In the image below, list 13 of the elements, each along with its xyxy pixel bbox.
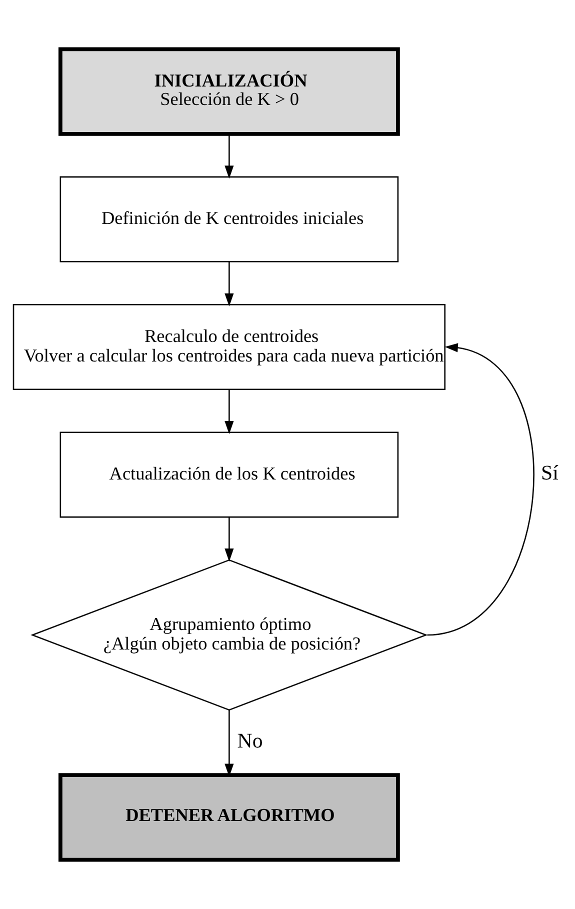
node-box: Recalculo de centroides Volver a calcular los centroides para cada nueva partición [12, 304, 446, 390]
arrow [224, 517, 234, 562]
arrow [224, 262, 234, 306]
arrow [224, 390, 234, 434]
node-box: Definición de K centroides iniciales [60, 176, 399, 262]
node-diamond: Agrupamiento óptimo ¿Algún objeto cambia de posición? [30, 559, 428, 711]
edge-label: No [237, 728, 263, 752]
node-box: DETENER ALGORITMO [58, 773, 400, 862]
node-box: Actualización de los K centroides [60, 432, 399, 518]
edge-label: Sí [541, 460, 558, 485]
arrow [224, 134, 234, 179]
arrow [427, 343, 534, 636]
node-box: INICIALIZACIÓN Selección de K > 0 [58, 47, 400, 136]
